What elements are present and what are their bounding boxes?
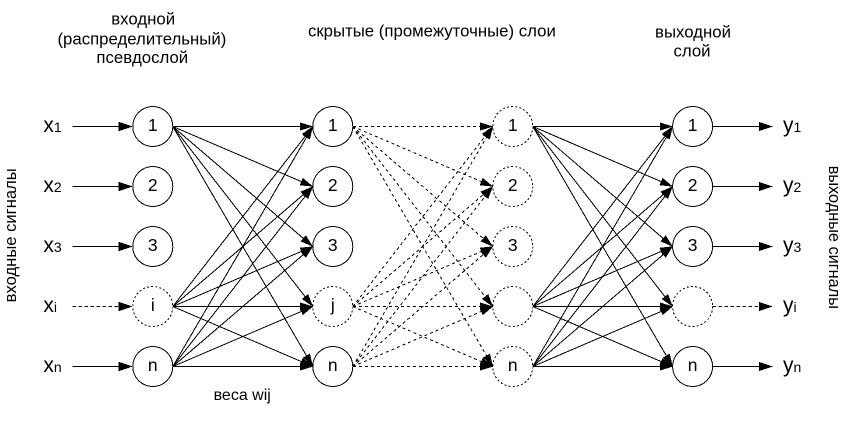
svg-text:xn: xn [43,354,61,377]
svg-text:1: 1 [148,115,158,135]
svg-text:j: j [330,295,335,315]
svg-text:скрытые (промежуточные) слои: скрытые (промежуточные) слои [308,21,556,40]
svg-text:n: n [328,355,338,375]
svg-text:2: 2 [688,175,698,195]
svg-text:1: 1 [508,115,518,135]
svg-text:1: 1 [688,115,698,135]
svg-text:2: 2 [508,175,518,195]
svg-text:y2: y2 [783,174,802,197]
svg-text:выходные сигналы: выходные сигналы [825,166,843,309]
svg-text:слой: слой [673,41,710,60]
svg-text:2: 2 [148,175,158,195]
svg-text:n: n [688,355,698,375]
svg-text:i: i [151,295,155,315]
svg-text:xi: xi [43,294,57,317]
svg-text:x2: x2 [43,174,62,197]
svg-text:yi: yi [783,294,797,317]
svg-text:2: 2 [328,175,338,195]
svg-text:yn: yn [783,354,801,377]
svg-text:веса wij: веса wij [214,387,271,404]
svg-text:(распределительный): (распределительный) [57,29,226,48]
svg-text:псевдослой: псевдослой [96,48,188,67]
svg-text:y3: y3 [783,234,802,257]
svg-text:y1: y1 [783,114,802,137]
svg-text:входной: входной [111,10,175,29]
svg-text:выходной: выходной [655,23,731,42]
svg-text:входные сигналы: входные сигналы [1,168,20,302]
svg-text:n: n [148,355,158,375]
svg-text:3: 3 [508,235,518,255]
svg-text:1: 1 [328,115,338,135]
svg-text:x1: x1 [43,114,62,137]
svg-text:3: 3 [148,235,158,255]
svg-text:x3: x3 [43,234,62,257]
svg-text:3: 3 [688,235,698,255]
svg-text:3: 3 [328,235,338,255]
svg-text:n: n [508,355,518,375]
